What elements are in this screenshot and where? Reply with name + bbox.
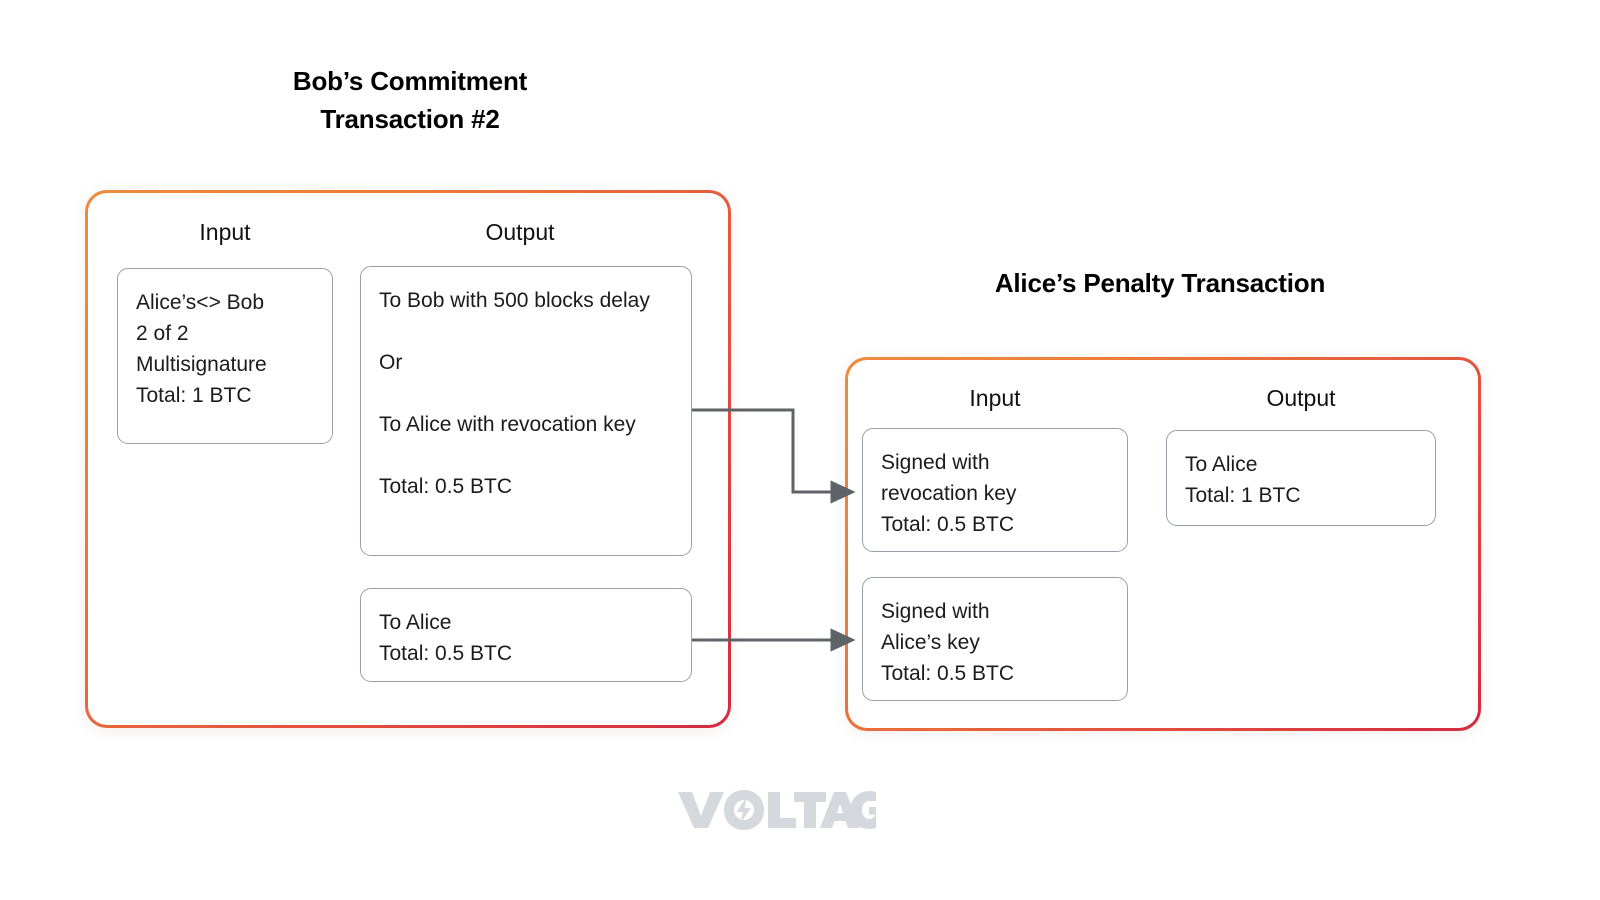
spacer [379, 316, 673, 347]
revocation-key-input-card-text: Signed with revocation key Total: 0.5 BT… [881, 451, 1017, 536]
left-output-column-header: Output [485, 219, 555, 245]
right-output-column-header: Output [1266, 385, 1336, 411]
right-input-column-header: Input [969, 385, 1021, 411]
penalty-output-card-text: To Alice Total: 1 BTC [1185, 453, 1301, 507]
penalty-output-card[interactable]: To Alice Total: 1 BTC [1166, 430, 1436, 526]
left-input-column-header: Input [199, 219, 251, 245]
voltage-logo [678, 790, 876, 830]
to-alice-output-card[interactable]: To Alice Total: 0.5 BTC [360, 588, 692, 682]
to-alice-output-card-text: To Alice Total: 0.5 BTC [379, 611, 513, 665]
multisig-input-card[interactable]: Alice’s<> Bob 2 of 2 Multisignature Tota… [117, 268, 333, 444]
revocation-key-input-card[interactable]: Signed with revocation key Total: 0.5 BT… [862, 428, 1128, 552]
right-panel-title: Alice’s Penalty Transaction [994, 268, 1326, 298]
spacer [379, 378, 673, 409]
alice-key-input-card-text: Signed with Alice’s key Total: 0.5 BTC [881, 600, 1015, 685]
revocable-output-line-1: To Bob with 500 blocks delay [379, 289, 650, 312]
revocable-output-card[interactable]: To Bob with 500 blocks delay Or To Alice… [360, 266, 692, 556]
revocable-output-line-3: To Alice with revocation key [379, 413, 636, 436]
left-panel-title: Bob’s Commitment Transaction #2 [292, 66, 528, 134]
alice-key-input-card[interactable]: Signed with Alice’s key Total: 0.5 BTC [862, 577, 1128, 701]
revocable-output-line-2: Or [379, 351, 403, 374]
multisig-input-card-text: Alice’s<> Bob 2 of 2 Multisignature Tota… [136, 291, 267, 407]
revocable-output-line-4: Total: 0.5 BTC [379, 475, 513, 498]
spacer [379, 440, 673, 471]
